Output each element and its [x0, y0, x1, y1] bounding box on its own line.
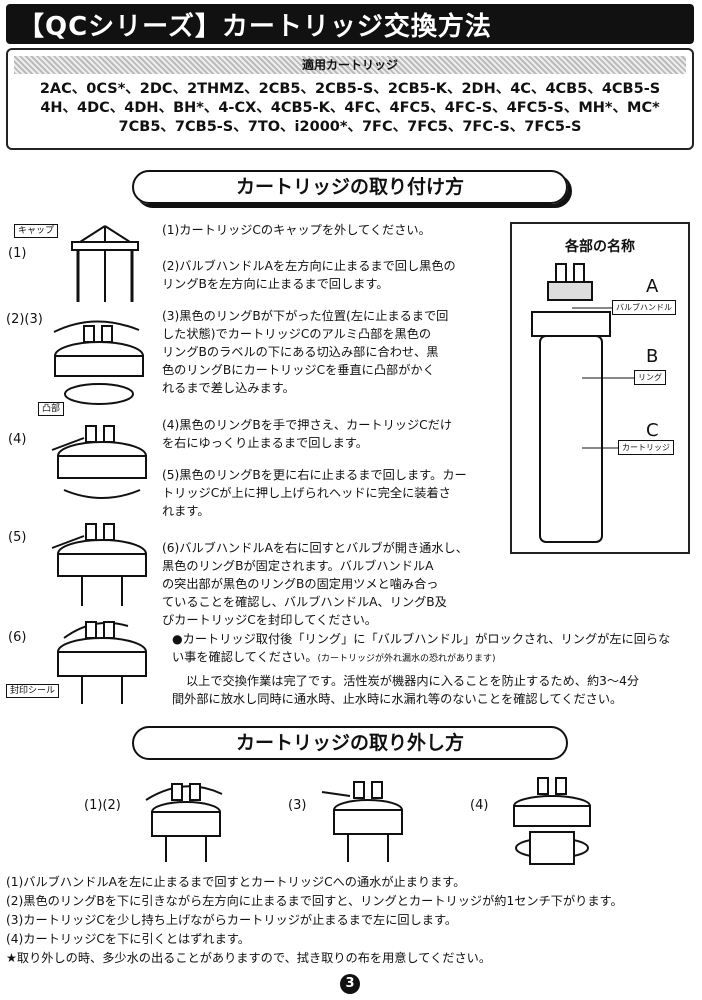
cartridge-illustration: [531, 263, 611, 543]
fig-label: (6): [8, 630, 27, 645]
parts-diagram: 各部の名称 A バルブハンドル B リング C カートリッジ: [510, 222, 690, 554]
install-figure-5: [57, 621, 147, 704]
compatible-line: 4H、4DC、4DH、BH*、4-CX、4CB5-K、4FC、4FC5、4FC-…: [40, 100, 660, 116]
part-letter-b: B: [646, 346, 659, 367]
seal-tag: 封印シール: [6, 684, 60, 698]
install-step-2: (2)バルブハンドルAを左方向に止まるまで回し黒色の リングBを左方向に止まるま…: [162, 259, 456, 291]
install-step-4: (4)黒色のリングBを手で押さえ、カートリッジCだけ を右にゆっくり止まるまで回…: [162, 418, 453, 450]
compatible-list: 2AC、0CS*、2DC、2THMZ、2CB5、2CB5-S、2CB5-K、2D…: [8, 80, 692, 137]
fig-label: (5): [8, 530, 27, 545]
install-step-6: (6)バルブハンドルAを右に回すとバルブが開き通水し、 黒色のリングBが固定され…: [162, 541, 468, 627]
parts-title: 各部の名称: [565, 239, 635, 255]
compatible-line: 7CB5、7CB5-S、7TO、i2000*、7FC、7FC5、7FC-S、7F…: [118, 119, 582, 135]
part-letter-c: C: [646, 420, 659, 441]
install-step-3: (3)黒色のリングBが下がった位置(左に止まるまで回 した状態)でカートリッジC…: [162, 309, 449, 395]
removal-step-3: (3)カートリッジCを少し持ち上げながらカートリッジが止まるまで左に回します。: [6, 913, 458, 927]
install-step-1: (1)カートリッジCのキャップを外してください。: [162, 223, 431, 237]
removal-figure-3: [513, 777, 591, 865]
fig-label: (3): [288, 798, 307, 813]
removal-heading: カートリッジの取り外し方: [132, 726, 568, 760]
compatible-heading: 適用カートリッジ: [14, 56, 686, 74]
leader-lines: [572, 307, 634, 449]
part-tag-cartridge: カートリッジ: [618, 440, 674, 455]
fig-label: (2)(3): [6, 312, 43, 327]
install-step-5: (5)黒色のリングBを更に右に止まるまで回します。カー トリッジCが上に押し上げ…: [162, 468, 467, 518]
removal-step-2: (2)黒色のリングBを下に引きながら左方向に止まるまで回すと、リングとカートリッ…: [6, 894, 623, 908]
fig-label: (4): [8, 432, 27, 447]
removal-figure-1: [145, 783, 223, 862]
part-tag-valve-handle: バルブハンドル: [612, 300, 676, 315]
removal-warning: ★取り外しの時、多少水の出ることがありますので、拭き取りの布を用意してください。: [6, 951, 492, 965]
convex-tag: 凸部: [38, 402, 65, 416]
completion-note: 以上で交換作業は完了です。活性炭が機器内に入ることを防止するため、約3〜4分 間…: [172, 674, 640, 706]
compatible-line: 2AC、0CS*、2DC、2THMZ、2CB5、2CB5-S、2CB5-K、2D…: [39, 81, 661, 97]
lock-note: ●カートリッジ取付後「リング」に「バルブハンドル」がロックされ、リングが左に回ら…: [172, 632, 671, 664]
install-figure-4: [51, 523, 147, 606]
removal-figure-2: [321, 781, 403, 862]
part-tag-ring: リング: [634, 370, 666, 385]
page-title: 【QCシリーズ】カートリッジ交換方法: [6, 4, 694, 44]
install-figure-3: [51, 425, 147, 499]
removal-step-4: (4)カートリッジCを下に引くとはずれます。: [6, 932, 250, 946]
install-figure-1: [71, 225, 139, 302]
fig-label: (1)(2): [84, 798, 121, 813]
compatible-cartridges-box: 適用カートリッジ 2AC、0CS*、2DC、2THMZ、2CB5、2CB5-S、…: [6, 48, 694, 150]
fig-label: (4): [470, 798, 489, 813]
install-heading: カートリッジの取り付け方: [132, 170, 568, 204]
fig-label: (1): [8, 246, 27, 261]
removal-step-1: (1)バルブハンドルAを左に止まるまで回すとカートリッジCへの通水が止まります。: [6, 875, 466, 889]
install-figure-2: [53, 320, 144, 405]
page-number: 3: [340, 974, 360, 994]
cap-tag: キャップ: [14, 224, 59, 238]
part-letter-a: A: [646, 276, 659, 297]
